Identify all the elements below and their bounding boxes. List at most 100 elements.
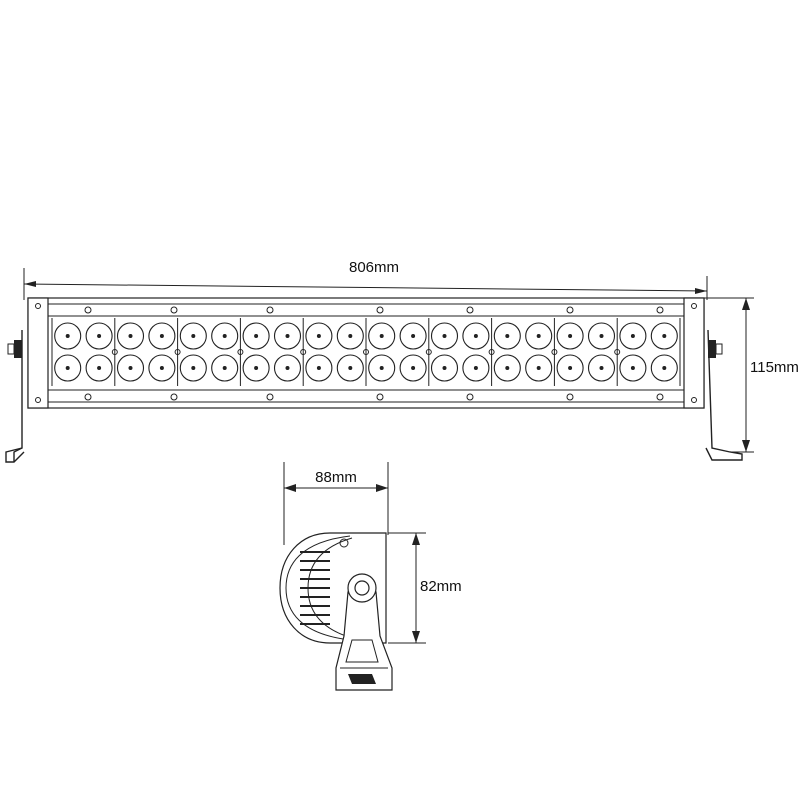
- led-lens: [650, 354, 678, 382]
- led-lens: [430, 322, 459, 350]
- height-arrow-bottom: [742, 440, 750, 452]
- front-view: 806mm 115mm: [5, 259, 799, 463]
- end-cap-left: [27, 297, 49, 409]
- led-lens: [556, 322, 584, 350]
- length-label: 806mm: [349, 259, 399, 276]
- left-bracket-leg: [5, 330, 25, 463]
- side-height-arrow-top: [412, 533, 420, 545]
- led-lens: [273, 322, 302, 350]
- rail-screw: [466, 393, 474, 401]
- led-lens: [462, 354, 490, 382]
- led-block-screw: [551, 349, 558, 355]
- led-lens: [305, 354, 333, 382]
- side-height-arrow-bottom: [412, 631, 420, 643]
- led-lens: [556, 354, 584, 382]
- led-lens: [587, 322, 616, 350]
- led-lens: [399, 354, 427, 382]
- rail-screw: [566, 393, 574, 401]
- depth-arrow-left: [284, 484, 296, 492]
- right-bracket-knob: [708, 340, 716, 358]
- side-fins: [300, 551, 330, 625]
- rail-screw: [466, 306, 474, 314]
- led-lens: [525, 354, 553, 382]
- rail-screw: [376, 393, 384, 401]
- led-lens: [148, 322, 176, 350]
- led-block-screw: [300, 349, 307, 355]
- length-arrow-left: [24, 281, 36, 287]
- right-bracket-leg: [705, 329, 743, 461]
- rail-screw: [84, 306, 92, 314]
- led-block-screw: [363, 349, 369, 355]
- led-lens: [242, 322, 270, 350]
- led-lens: [650, 322, 678, 350]
- led-lens: [54, 354, 82, 382]
- led-lens: [305, 322, 333, 350]
- end-cap-right-screw-bottom: [691, 397, 697, 403]
- led-lens: [211, 354, 239, 382]
- rail-screws: [84, 306, 664, 401]
- led-lens: [587, 354, 616, 382]
- depth-arrow-right: [376, 484, 388, 492]
- led-lens: [430, 354, 459, 382]
- rail-screw: [84, 393, 92, 401]
- led-lens: [85, 354, 113, 382]
- led-lens: [368, 322, 396, 350]
- led-lens: [273, 354, 302, 382]
- height-dimension: 115mm: [700, 297, 799, 453]
- led-block-screw: [111, 349, 118, 355]
- rail-screw: [656, 393, 664, 401]
- rail-screw: [656, 306, 664, 314]
- height-arrow-top: [742, 298, 750, 310]
- led-lens: [54, 322, 82, 350]
- led-grid: [51, 318, 681, 386]
- led-lens: [368, 354, 396, 382]
- rail-screw: [566, 306, 574, 314]
- led-lens: [399, 322, 427, 350]
- led-lens: [116, 354, 145, 382]
- length-dimension: 806mm: [23, 259, 708, 300]
- led-lens: [179, 354, 207, 382]
- led-lens: [462, 322, 490, 350]
- led-lens: [116, 322, 145, 350]
- side-bracket-foot-block: [348, 674, 376, 684]
- left-bracket: [5, 330, 25, 463]
- led-lens: [619, 354, 647, 382]
- rail-screw: [170, 306, 178, 314]
- side-view: 88mm 82mm: [279, 462, 462, 691]
- led-lens: [85, 322, 113, 350]
- led-lens: [619, 322, 647, 350]
- side-bracket: [335, 591, 393, 691]
- height-label: 115mm: [750, 359, 799, 376]
- length-arrow-right: [695, 288, 707, 294]
- led-lens: [525, 322, 553, 350]
- right-bracket: [705, 329, 743, 461]
- rail-screw: [266, 306, 274, 314]
- end-cap-right: [683, 297, 705, 409]
- depth-dimension: 88mm: [283, 462, 389, 545]
- left-bracket-foot: [13, 447, 23, 462]
- end-cap-right-screw-top: [691, 303, 697, 309]
- rail-screw: [266, 393, 274, 401]
- left-bracket-knob: [14, 340, 22, 358]
- led-block-screw: [614, 349, 621, 355]
- rail-screw: [170, 393, 178, 401]
- side-screw-top: [339, 538, 349, 548]
- led-lens: [242, 354, 270, 382]
- side-height-label: 82mm: [420, 578, 462, 595]
- depth-label: 88mm: [315, 469, 357, 486]
- led-block-screw: [237, 349, 244, 355]
- side-pivot-bolt: [354, 580, 370, 596]
- led-block-screw: [174, 349, 181, 355]
- end-cap-left-screw-top: [35, 303, 41, 309]
- left-bracket-bolt: [7, 343, 15, 355]
- length-dim-line: [23, 283, 708, 292]
- right-bracket-bolt: [715, 343, 723, 355]
- led-lens: [336, 354, 364, 382]
- led-block-screw: [488, 349, 495, 355]
- led-lens: [211, 322, 239, 350]
- led-lens: [148, 354, 176, 382]
- end-cap-left-screw-bottom: [35, 397, 41, 403]
- led-lens: [493, 322, 521, 350]
